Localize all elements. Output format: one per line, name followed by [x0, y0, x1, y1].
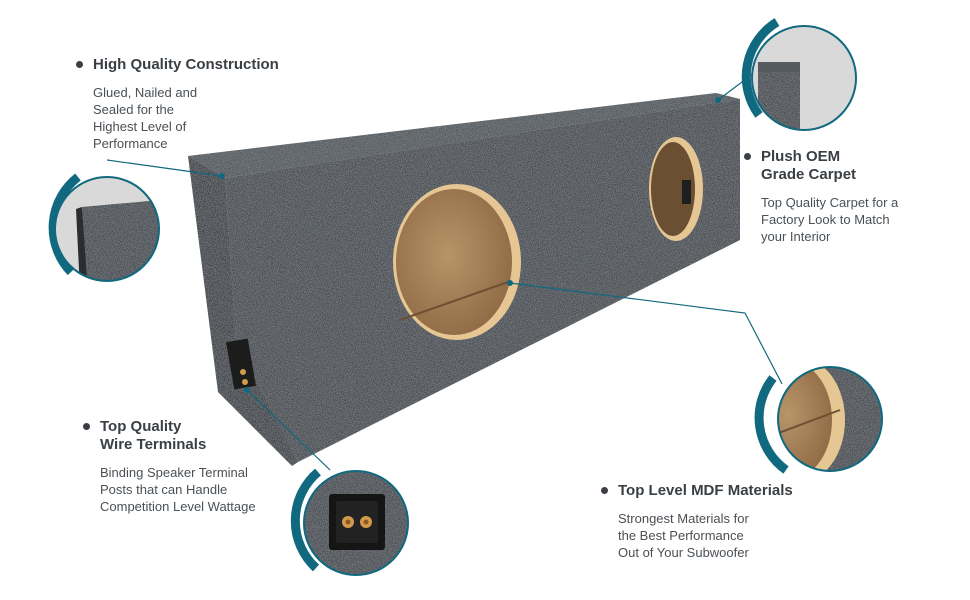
callout-terminals-title: Top Quality Wire Terminals — [83, 418, 256, 454]
callout-carpet-description: Top Quality Carpet for a Factory Look to… — [761, 195, 899, 244]
dot-icon — [76, 61, 83, 68]
callout-carpet-title: Plush OEM Grade Carpet — [744, 148, 898, 184]
detail-circle-carpet — [741, 18, 857, 131]
large-speaker-cutout — [393, 184, 521, 340]
callout-construction-title: High Quality Construction — [76, 56, 279, 74]
box-top-face — [188, 93, 740, 178]
dot-icon — [83, 423, 90, 430]
dot-icon — [601, 487, 608, 494]
callout-construction-description: Glued, Nailed and Sealed for the Highest… — [93, 85, 198, 151]
side-terminal-plate — [225, 338, 257, 390]
detail-circle-construction — [48, 173, 160, 282]
callout-mdf-description: Strongest Materials for the Best Perform… — [618, 511, 749, 560]
callout-mdf: Top Level MDF Materials Strongest Materi… — [601, 482, 793, 561]
callout-carpet: Plush OEM Grade Carpet Top Quality Carpe… — [744, 148, 898, 245]
callout-terminals: Top Quality Wire Terminals Binding Speak… — [83, 418, 256, 515]
dot-icon — [744, 153, 751, 160]
callout-mdf-title: Top Level MDF Materials — [601, 482, 793, 500]
callout-construction: High Quality Construction Glued, Nailed … — [76, 56, 279, 152]
detail-circle-terminals — [290, 468, 409, 576]
detail-circle-mdf — [754, 366, 883, 474]
connector-dots — [219, 97, 721, 393]
small-speaker-cutout — [649, 137, 703, 241]
callout-terminals-description: Binding Speaker Terminal Posts that can … — [100, 465, 256, 514]
box-side-face — [188, 156, 298, 466]
terminal-plate-icon — [329, 494, 385, 550]
